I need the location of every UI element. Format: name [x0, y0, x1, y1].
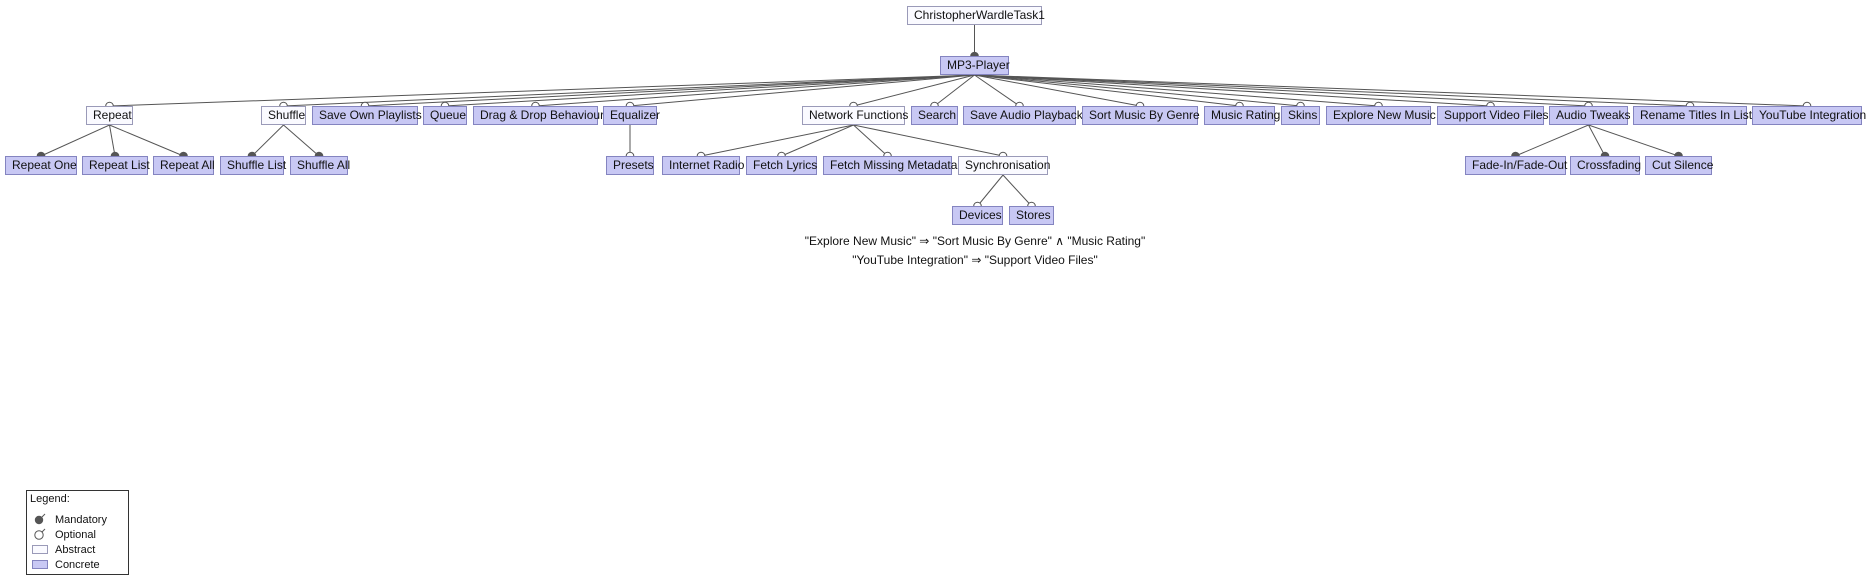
legend: Legend: Mandatory Optional Abstract Conc… — [26, 490, 129, 575]
edge-mp3-musicRating — [974, 74, 1240, 107]
legend-abstract-label: Abstract — [55, 544, 96, 556]
edge-networkFunctions-synchronisation — [853, 124, 1004, 157]
feature-shuffle-all[interactable]: Shuffle All — [290, 156, 350, 175]
feature-christopherwardletask1[interactable]: ChristopherWardleTask1 — [907, 6, 1045, 25]
feature-repeat-list[interactable]: Repeat List — [82, 156, 150, 175]
edge-networkFunctions-internetRadio — [700, 124, 854, 157]
feature-fetch-lyrics[interactable]: Fetch Lyrics — [746, 156, 817, 175]
edge-mp3-search — [934, 74, 975, 107]
edge-networkFunctions-fetchMissingMetadata — [853, 124, 888, 157]
edge-mp3-equalizer — [629, 74, 975, 107]
legend-mandatory-label: Mandatory — [55, 514, 107, 526]
feature-shuffle[interactable]: Shuffle — [261, 106, 306, 125]
edge-repeat-repeatOne — [40, 124, 110, 157]
legend-title: Legend: — [30, 493, 70, 505]
edge-mp3-shuffle — [283, 74, 975, 107]
edge-mp3-dragDrop — [535, 74, 975, 107]
edge-shuffle-shuffleAll — [283, 124, 320, 157]
feature-internet-radio[interactable]: Internet Radio — [662, 156, 744, 175]
feature-explore-new-music[interactable]: Explore New Music — [1326, 106, 1436, 125]
feature-repeat-one[interactable]: Repeat One — [5, 156, 77, 175]
feature-repeat[interactable]: Repeat — [86, 106, 133, 125]
edge-mp3-saveOwnPlaylists — [364, 74, 975, 107]
feature-save-own-playlists[interactable]: Save Own Playlists — [312, 106, 422, 125]
edge-synchronisation-devices — [977, 174, 1004, 207]
edge-audioTweaks-cutSilence — [1588, 124, 1679, 157]
feature-mp3-player[interactable]: MP3-Player — [940, 56, 1010, 75]
feature-drag-drop-behaviour[interactable]: Drag & Drop Behaviour — [473, 106, 604, 125]
feature-rename-titles-in-list[interactable]: Rename Titles In List — [1633, 106, 1752, 125]
constraint-explore-new-music: "Explore New Music" ⇒ "Sort Music By Gen… — [804, 234, 1146, 248]
feature-audio-tweaks[interactable]: Audio Tweaks — [1549, 106, 1631, 125]
feature-crossfading[interactable]: Crossfading — [1570, 156, 1641, 175]
feature-network-functions[interactable]: Network Functions — [802, 106, 908, 125]
feature-fetch-missing-metadata[interactable]: Fetch Missing Metadata — [823, 156, 957, 175]
feature-sort-music-by-genre[interactable]: Sort Music By Genre — [1082, 106, 1200, 125]
feature-repeat-all[interactable]: Repeat All — [153, 156, 215, 175]
feature-equalizer[interactable]: Equalizer — [603, 106, 660, 125]
feature-save-audio-playback[interactable]: Save Audio Playback — [963, 106, 1083, 125]
edge-repeat-repeatAll — [109, 124, 184, 157]
edge-audioTweaks-crossfading — [1588, 124, 1606, 157]
feature-stores[interactable]: Stores — [1009, 206, 1054, 225]
feature-youtube-integration[interactable]: YouTube Integration — [1752, 106, 1866, 125]
feature-fade-in-fade-out[interactable]: Fade-In/Fade-Out — [1465, 156, 1567, 175]
legend-abstract: Abstract — [31, 543, 127, 557]
feature-devices[interactable]: Devices — [952, 206, 1003, 225]
edge-repeat-repeatList — [109, 124, 116, 157]
edge-mp3-exploreNewMusic — [974, 74, 1379, 107]
feature-synchronisation[interactable]: Synchronisation — [958, 156, 1050, 175]
legend-mandatory: Mandatory — [31, 513, 127, 527]
edge-mp3-renameTitles — [974, 74, 1691, 107]
feature-music-rating[interactable]: Music Rating — [1204, 106, 1280, 125]
edge-mp3-saveAudioPlayback — [974, 74, 1020, 107]
edge-mp3-repeat — [109, 74, 975, 107]
edge-mp3-queue — [444, 74, 975, 107]
edge-mp3-supportVideoFiles — [974, 74, 1491, 107]
feature-skins[interactable]: Skins — [1281, 106, 1320, 125]
edge-mp3-skins — [974, 74, 1301, 107]
feature-shuffle-list[interactable]: Shuffle List — [220, 156, 286, 175]
legend-concrete: Concrete — [31, 558, 127, 572]
edge-networkFunctions-fetchLyrics — [781, 124, 854, 157]
legend-optional: Optional — [31, 528, 127, 542]
feature-cut-silence[interactable]: Cut Silence — [1645, 156, 1713, 175]
edge-audioTweaks-fadeInOut — [1515, 124, 1589, 157]
legend-optional-label: Optional — [55, 529, 96, 541]
optional-circle-icon — [34, 528, 46, 540]
edge-mp3-audioTweaks — [974, 74, 1589, 107]
concrete-swatch-icon — [32, 560, 48, 569]
constraint-youtube-integration: "YouTube Integration" ⇒ "Support Video F… — [852, 253, 1098, 267]
edge-mp3-networkFunctions — [853, 74, 975, 107]
mandatory-dot-icon — [34, 513, 46, 525]
cross-tree-constraints: "Explore New Music" ⇒ "Sort Music By Gen… — [600, 232, 1350, 270]
edge-mp3-sortByGenre — [974, 74, 1141, 107]
edge-synchronisation-stores — [1002, 174, 1032, 207]
edge-mp3-youtube — [974, 74, 1808, 107]
feature-presets[interactable]: Presets — [606, 156, 654, 175]
feature-search[interactable]: Search — [911, 106, 958, 125]
feature-queue[interactable]: Queue — [423, 106, 467, 125]
legend-concrete-label: Concrete — [55, 559, 100, 571]
feature-support-video-files[interactable]: Support Video Files — [1437, 106, 1549, 125]
edge-shuffle-shuffleList — [251, 124, 284, 157]
abstract-swatch-icon — [32, 545, 48, 554]
